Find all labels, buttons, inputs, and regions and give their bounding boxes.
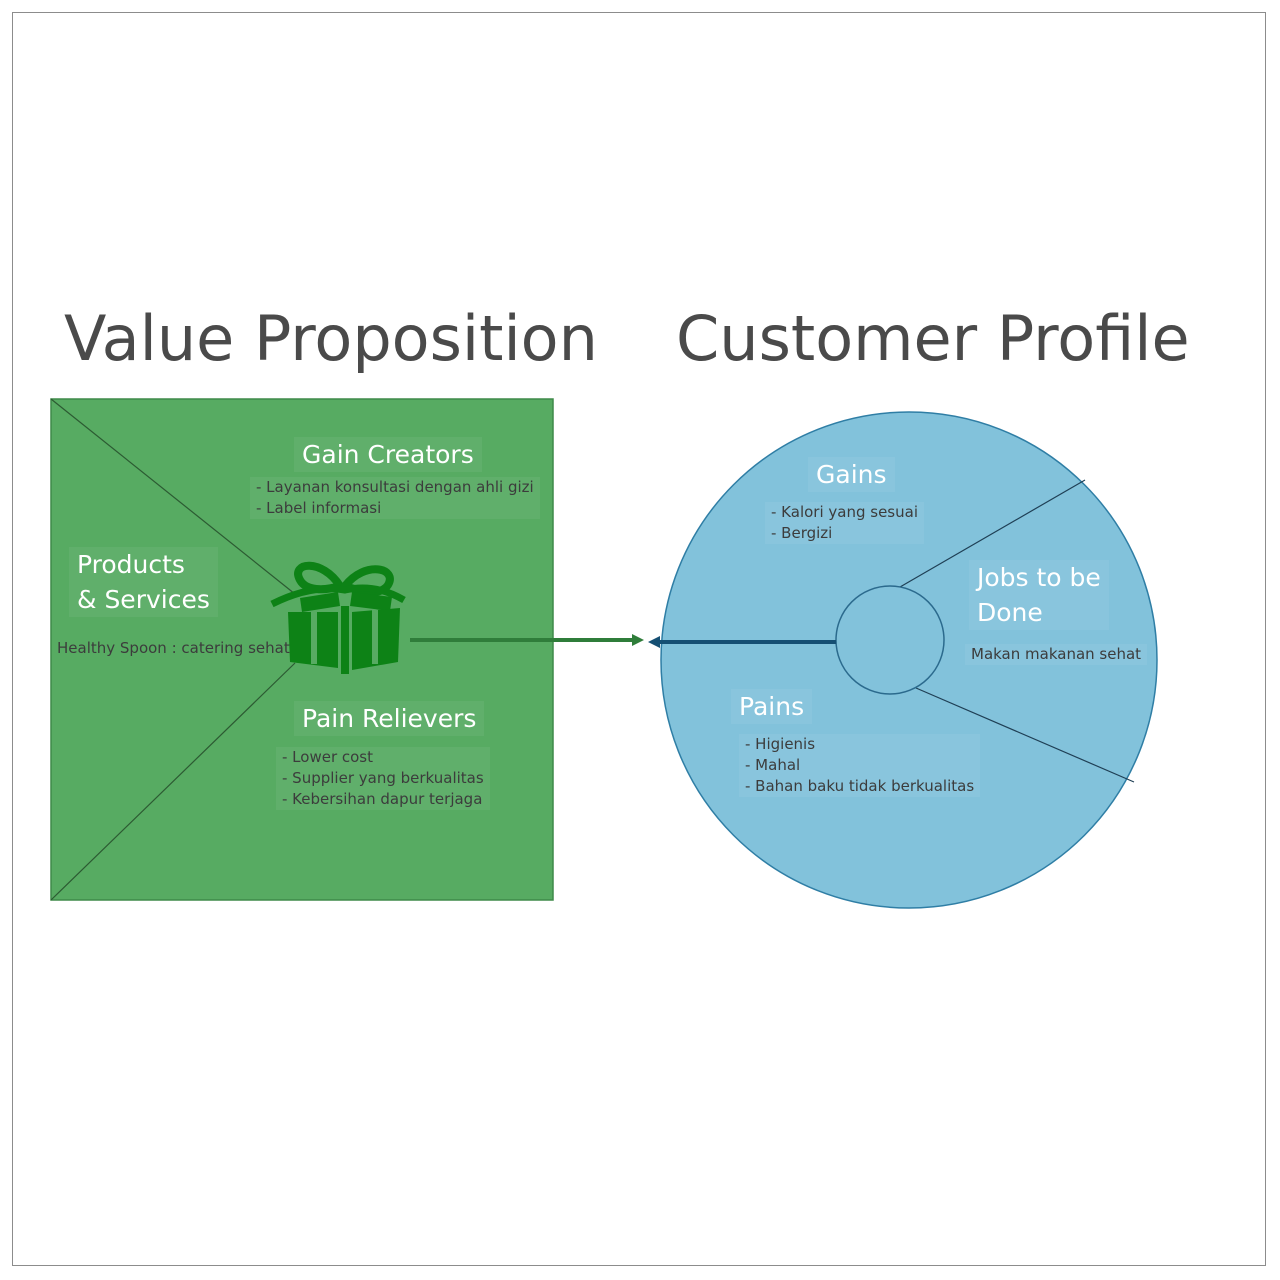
- square-divider-upper: [50, 398, 296, 595]
- jobs-list: Makan makanan sehat: [965, 644, 1148, 665]
- gains-item: - Bergizi: [771, 524, 833, 542]
- circle-divider-upper: [899, 479, 1086, 588]
- circle-divider-lower: [915, 687, 1135, 783]
- gains-list: - Kalori yang sesuai - Bergizi: [765, 502, 924, 544]
- pains-list: - Higienis - Mahal - Bahan baku tidak be…: [739, 734, 981, 797]
- gains-item: - Kalori yang sesuai: [771, 503, 918, 521]
- pains-title: Pains: [731, 689, 813, 724]
- gains-title: Gains: [808, 457, 895, 492]
- pain-relievers-list: - Lower cost - Supplier yang berkualitas…: [276, 747, 490, 810]
- products-services-line1: Products: [77, 550, 185, 579]
- canvas-frame: [12, 12, 1266, 1266]
- jobs-title-line2: Done: [977, 598, 1043, 627]
- inner-circle: [835, 585, 945, 695]
- pain-relievers-title: Pain Relievers: [294, 701, 485, 736]
- jobs-item: Makan makanan sehat: [971, 645, 1142, 663]
- gain-creators-list: - Layanan konsultasi dengan ahli gizi - …: [250, 477, 540, 519]
- products-note: Healthy Spoon : catering sehat: [57, 639, 290, 657]
- pain-relievers-item: - Supplier yang berkualitas: [282, 769, 484, 787]
- pain-relievers-item: - Lower cost: [282, 748, 374, 766]
- square-divider-lower: [50, 662, 296, 901]
- green-arrow-head: [632, 634, 644, 646]
- value-proposition-square[interactable]: [50, 398, 554, 901]
- products-services-title: Products & Services: [69, 547, 218, 617]
- gain-creators-title: Gain Creators: [294, 437, 482, 472]
- value-proposition-title: Value Proposition: [64, 302, 598, 375]
- gain-creators-item: - Label informasi: [256, 499, 382, 517]
- gift-icon: [270, 561, 406, 674]
- jobs-title-line1: Jobs to be: [977, 563, 1101, 592]
- customer-profile-title: Customer Profile: [676, 302, 1190, 375]
- pains-item: - Higienis: [745, 735, 816, 753]
- pain-relievers-item: - Kebersihan dapur terjaga: [282, 790, 483, 808]
- jobs-to-be-done-title: Jobs to be Done: [969, 560, 1109, 630]
- products-services-line2: & Services: [77, 585, 210, 614]
- blue-arrow-head: [648, 636, 660, 648]
- gain-creators-item: - Layanan konsultasi dengan ahli gizi: [256, 478, 534, 496]
- pains-item: - Mahal: [745, 756, 801, 774]
- pains-item: - Bahan baku tidak berkualitas: [745, 777, 975, 795]
